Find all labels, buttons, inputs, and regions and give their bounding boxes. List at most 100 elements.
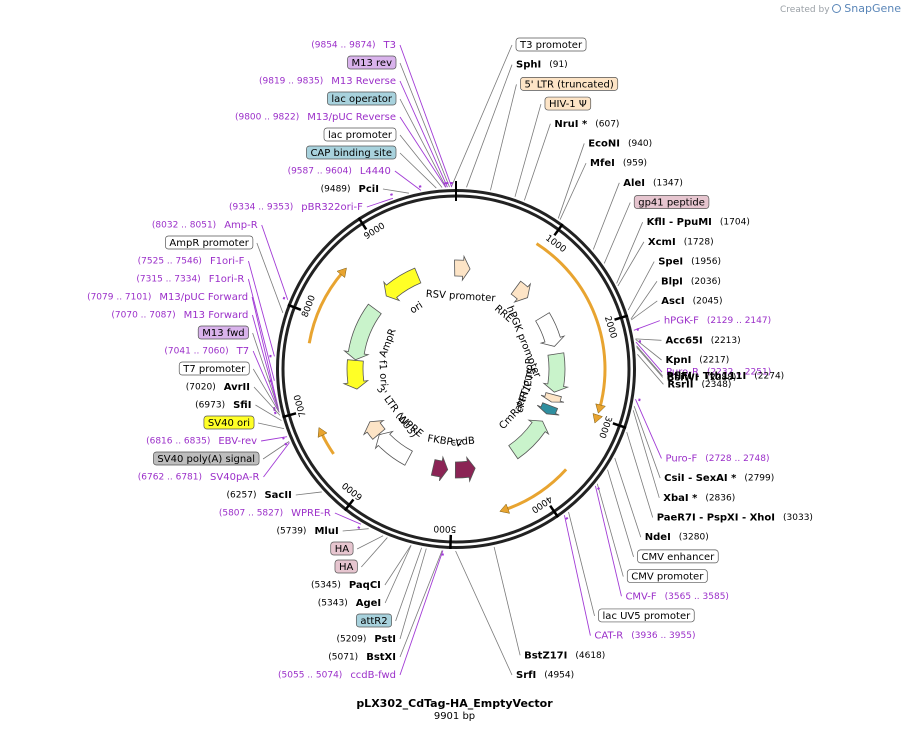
feature-box (598, 608, 695, 623)
enzyme-label-pflfi-tth111i-18[interactable]: PflFI - Tth111I(2274) (667, 371, 785, 382)
enzyme-label-ndei-26[interactable]: NdeI(3280) (645, 532, 709, 543)
primer-coord: (5055 .. 5074) (278, 671, 342, 681)
enzyme-label-agei-31[interactable]: AgeI(5343) (318, 598, 381, 609)
enzyme-label-sphi-1[interactable]: SphI(91) (516, 60, 568, 71)
leader-t7-17 (252, 350, 280, 413)
primer-label-f1ori-r-13[interactable]: F1ori-R(7315 .. 7334) (136, 274, 244, 285)
primer-label-l4440-7[interactable]: L4440(9587 .. 9604) (288, 166, 391, 177)
primer-label-puro-f-21[interactable]: Puro-F(2728 .. 2748) (665, 453, 769, 464)
orf-arrowhead-1 (592, 413, 603, 424)
enzyme-coord: (7020) (186, 383, 216, 393)
enzyme-label-srfi-32[interactable]: SrfI(4954) (516, 670, 574, 681)
leader-sfii-20 (255, 404, 282, 421)
feature-box (520, 77, 619, 91)
primer-name: WPRE-R (291, 508, 331, 519)
enzyme-label-acc65i-15[interactable]: Acc65I(2213) (665, 335, 740, 346)
enzyme-label-spei-11[interactable]: SpeI(1956) (658, 257, 721, 268)
feature-label-cmv-enhancer-25[interactable]: CMV enhancer (637, 549, 719, 564)
feature-label-ha-28[interactable]: HA (330, 541, 354, 556)
enzyme-label-alei-7[interactable]: AleI(1347) (623, 178, 683, 189)
enzyme-label-mfei-6[interactable]: MfeI(959) (590, 158, 647, 169)
primer-label-ebv-rev-22[interactable]: EBV-rev(6816 .. 6835) (146, 436, 257, 447)
enzyme-label-xbai-23[interactable]: XbaI *(2836) (663, 493, 735, 504)
feature-label-ha-29[interactable]: HA (334, 559, 358, 574)
feature-box (323, 127, 397, 142)
feature-label-hiv-1-3[interactable]: HIV-1 Ψ (544, 96, 592, 111)
enzyme-label-mlui-27[interactable]: MluI(5739) (277, 526, 339, 537)
orf-arc-3 (319, 432, 335, 455)
feature-label-lac-operator-3[interactable]: lac operator (327, 91, 397, 106)
feature-label-fkbp-v: FKBP-V (427, 433, 463, 449)
enzyme-label-xcmi-10[interactable]: XcmI(1728) (648, 237, 714, 248)
primer-label-wpre-r-26[interactable]: WPRE-R(5807 .. 5827) (219, 508, 331, 519)
feature-label-attr2-32[interactable]: attR2 (355, 613, 392, 628)
feature-label-ampr-promoter-11[interactable]: AmpR promoter (165, 235, 254, 250)
enzyme-coord: (5209) (336, 635, 366, 645)
primer-label-m13-puc-forward-14[interactable]: M13/pUC Forward(7079 .. 7101) (87, 292, 248, 303)
feature-label-gp41-peptide-8[interactable]: gp41 peptide (633, 195, 710, 209)
feature-label-lac-uv5-promoter-29[interactable]: lac UV5 promoter (598, 608, 695, 623)
primer-label-amp-r-10[interactable]: Amp-R(8032 .. 8051) (152, 220, 258, 231)
feature-arrow-wpre (374, 430, 413, 466)
ring-inner-strand (281, 194, 631, 544)
primer-label-f1ori-f-12[interactable]: F1ori-F(7525 .. 7546) (138, 256, 245, 267)
feature-label-m13-fwd-16[interactable]: M13 fwd (197, 325, 249, 340)
primer-label-pbr322ori-f-9[interactable]: pBR322ori-F(9334 .. 9353) (229, 202, 363, 213)
feature-name: gp41 peptide (638, 198, 705, 209)
enzyme-label-paer7i-pspxi-xhoi-24[interactable]: PaeR7I - PspXI - XhoI(3033) (657, 513, 813, 524)
enzyme-label-pcii-8[interactable]: PciI(9489) (321, 184, 379, 195)
enzyme-label-psti-33[interactable]: PstI(5209) (336, 634, 396, 645)
enzyme-label-bstxi-34[interactable]: BstXI(5071) (328, 652, 396, 663)
enzyme-label-sacii-25[interactable]: SacII(6257) (227, 490, 292, 501)
primer-label-sv40pa-r-24[interactable]: SV40pA-R(6762 .. 6781) (138, 472, 260, 483)
primer-coord: (9819 .. 9835) (259, 77, 323, 87)
feature-label-t7-promoter-18[interactable]: T7 promoter (178, 361, 250, 376)
leader-pflfi-tth111i-18 (636, 345, 663, 377)
enzyme-label-nrui-4[interactable]: NruI *(607) (554, 119, 619, 130)
leader-xcmi-10 (617, 241, 645, 287)
snapgene-logo-icon (832, 4, 842, 13)
enzyme-label-avrii-19[interactable]: AvrII(7020) (186, 382, 250, 393)
feature-label-m13-rev-1[interactable]: M13 rev (347, 55, 397, 70)
enzyme-label-kpni-16[interactable]: KpnI(2217) (666, 355, 730, 366)
leader-lac-operator-3 (399, 98, 447, 188)
primer-label-ccdb-fwd-35[interactable]: ccdB-fwd(5055 .. 5074) (278, 670, 396, 681)
enzyme-label-asci-13[interactable]: AscI(2045) (661, 296, 722, 307)
leader-puro-r-17 (635, 341, 663, 373)
primer-coord: (7315 .. 7334) (136, 275, 200, 285)
primer-label-hpgk-f-14[interactable]: hPGK-F(2129 .. 2147) (664, 316, 771, 327)
enzyme-label-econi-5[interactable]: EcoNI(940) (588, 138, 652, 149)
feature-label-5-ltr-truncated-2[interactable]: 5' LTR (truncated) (520, 77, 619, 91)
leader-lac-promoter-5 (399, 134, 443, 188)
leader-ha-29 (361, 537, 388, 568)
primer-label-cat-r-30[interactable]: CAT-R(3936 .. 3955) (594, 631, 695, 642)
feature-label-lac-promoter-5[interactable]: lac promoter (323, 127, 397, 142)
enzyme-label-sfii-20[interactable]: SfiI(6973) (195, 400, 251, 411)
primer-site-t7 (274, 411, 277, 415)
enzyme-label-blpi-12[interactable]: BlpI(2036) (661, 276, 721, 287)
enzyme-coord: (5071) (328, 653, 358, 663)
feature-label-sv40-ori-21[interactable]: SV40 ori (203, 415, 255, 430)
feature-label-cap-binding-site-6[interactable]: CAP binding site (306, 145, 397, 160)
orf-arc-0 (535, 242, 607, 409)
feature-label-t3-promoter-0[interactable]: T3 promoter (515, 37, 587, 52)
primer-label-m13-forward-15[interactable]: M13 Forward(7070 .. 7087) (111, 310, 248, 321)
primer-label-m13-puc-reverse-4[interactable]: M13/pUC Reverse(9800 .. 9822) (235, 112, 396, 123)
feature-arrow-ccdb (454, 455, 476, 483)
primer-label-puro-r-17[interactable]: Puro-R(2232 .. 2251) (666, 367, 771, 378)
enzyme-label-paqci-30[interactable]: PaqCI(5345) (311, 580, 381, 591)
primer-label-t3-0[interactable]: T3(9854 .. 9874) (311, 40, 396, 51)
leader-m13-puc-forward-14 (251, 296, 279, 408)
enzyme-label-rsrii-20[interactable]: RsrII(2348) (667, 379, 731, 390)
feature-label-sv40-poly-a-signal-23[interactable]: SV40 poly(A) signal (153, 451, 260, 466)
enzyme-label-bsiwi-19[interactable]: BsiWI(2288) (667, 372, 737, 383)
enzyme-label-csii-sexai-22[interactable]: CsiI - SexAI *(2799) (664, 473, 774, 484)
primer-label-t7-17[interactable]: T7(7041 .. 7060) (164, 346, 249, 357)
primer-label-m13-reverse-2[interactable]: M13 Reverse(9819 .. 9835) (259, 76, 396, 87)
feature-label-ccdb: ccdB (450, 436, 475, 449)
enzyme-label-bstz17i-31[interactable]: BstZ17I(4618) (524, 650, 605, 661)
enzyme-label-kfli-ppumi-9[interactable]: KflI - PpuMI(1704) (647, 217, 750, 228)
feature-name: M13 rev (352, 58, 393, 69)
feature-label-cmv-promoter-27[interactable]: CMV promoter (626, 569, 708, 583)
primer-label-cmv-f-28[interactable]: CMV-F(3565 .. 3585) (625, 591, 729, 602)
